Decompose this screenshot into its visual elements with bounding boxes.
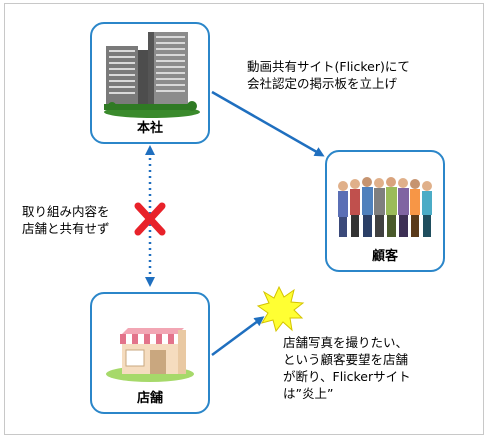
store-label: 店舗 — [136, 391, 163, 406]
note-line: 店舗と共有せず — [22, 221, 110, 236]
note-line: 動画共有サイト(Flicker)にて — [247, 59, 410, 74]
flame-burst-icon — [256, 285, 305, 333]
headquarters-node: 本社 — [90, 22, 210, 144]
note-hq-to-customer: 動画共有サイト(Flicker)にて 会社認定の掲示板を立上げ — [247, 58, 410, 92]
arrow-hq-to-customer — [211, 90, 325, 157]
crowd-of-people-icon — [338, 177, 432, 237]
note-line: 取り組み内容を — [22, 204, 110, 219]
storefront-icon — [106, 328, 194, 382]
note-line: は”炎上” — [283, 386, 334, 401]
customer-label: 顧客 — [371, 249, 398, 264]
note-line: が断り、Flickerサイト — [283, 369, 411, 384]
customer-node: 顧客 — [325, 150, 445, 272]
store-node: 店舗 — [90, 292, 210, 414]
note-hq-store-link: 取り組み内容を 店舗と共有せず — [22, 203, 110, 237]
note-line: 会社認定の掲示板を立上げ — [247, 76, 398, 91]
red-x-icon — [134, 202, 166, 236]
note-line: 店舗写真を撮りたい、 — [283, 335, 409, 350]
headquarters-label: 本社 — [136, 121, 163, 136]
note-line: という顧客要望を店舗 — [283, 352, 409, 367]
office-buildings-icon — [104, 32, 200, 118]
note-store-to-customer: 店舗写真を撮りたい、 という顧客要望を店舗 が断り、Flickerサイト は”炎… — [283, 334, 411, 402]
arrow-store-to-customer — [211, 316, 265, 357]
